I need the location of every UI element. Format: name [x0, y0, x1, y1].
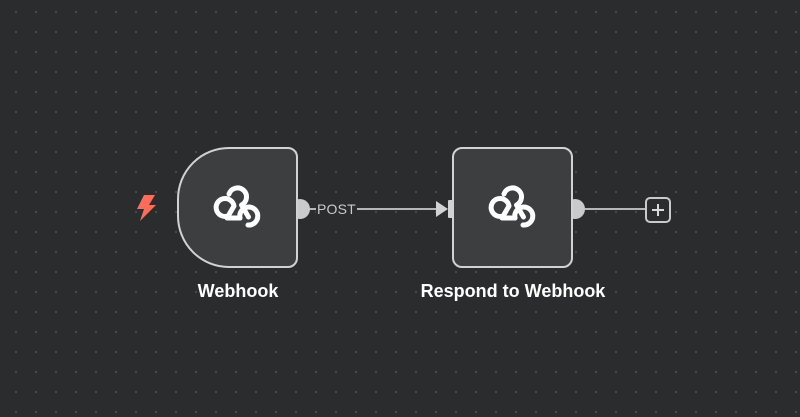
- webhook-node-label: Webhook: [197, 281, 279, 301]
- connection-label: POST: [316, 201, 357, 217]
- plus-icon: [652, 204, 664, 216]
- webhook-icon: [213, 184, 260, 228]
- add-node-button[interactable]: [645, 197, 671, 223]
- respond-to-webhook-node-label: Respond to Webhook: [420, 281, 606, 301]
- respond-to-webhook-node[interactable]: [452, 147, 573, 268]
- connection-arrowhead: [436, 201, 448, 217]
- lightning-bolt-icon: [137, 195, 156, 221]
- webhook-icon: [488, 184, 535, 228]
- webhook-node[interactable]: [177, 147, 298, 268]
